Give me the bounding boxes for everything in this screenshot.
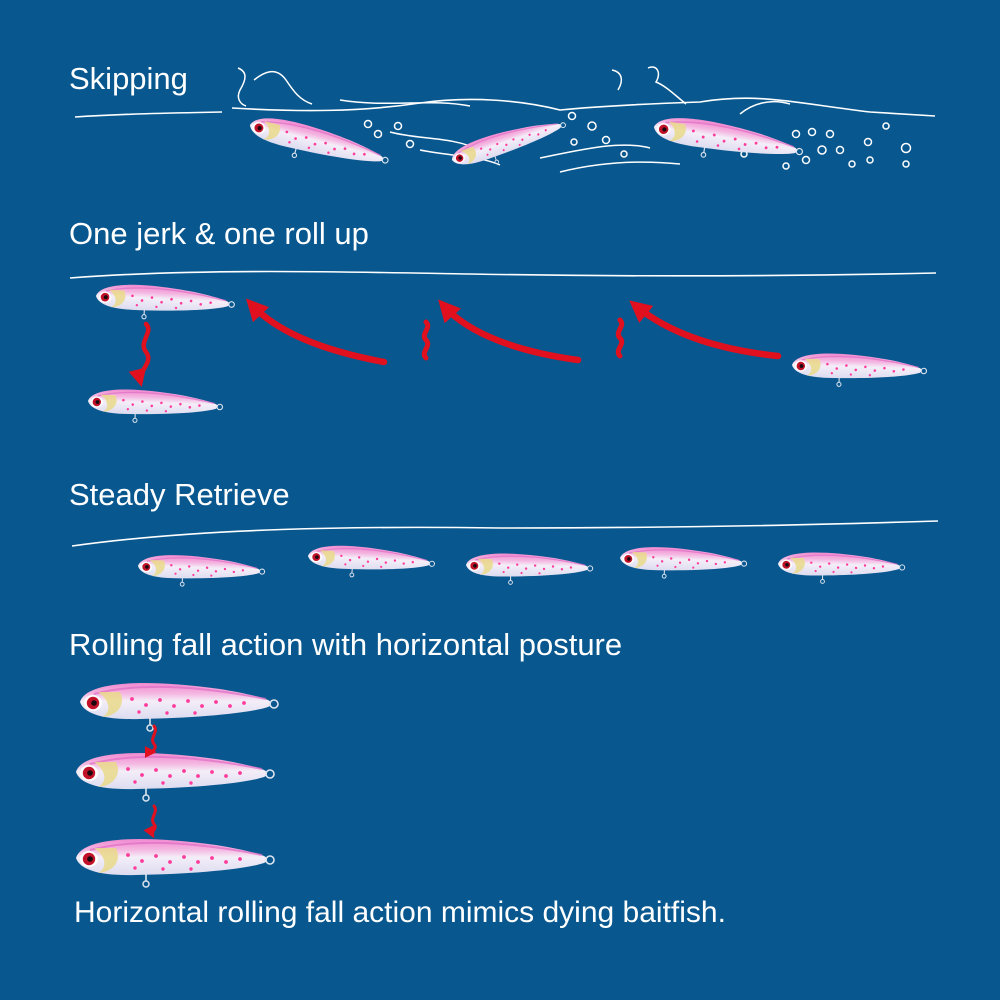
curved-arrow-icon bbox=[245, 298, 388, 366]
fishing-lure-icon bbox=[136, 553, 266, 590]
fishing-lure-icon bbox=[94, 282, 236, 325]
wavy-down-arrow-icon bbox=[128, 321, 151, 387]
fishing-lure-icon bbox=[777, 551, 906, 586]
wiggle-icon bbox=[424, 322, 427, 358]
section-title-steady: Steady Retrieve bbox=[69, 477, 290, 512]
section-title-rolling: Rolling fall action with horizontal post… bbox=[69, 627, 623, 662]
fishing-lure-icon bbox=[75, 837, 275, 888]
fishing-lure-icon bbox=[790, 351, 928, 391]
fishing-lure-icon bbox=[79, 681, 279, 732]
fishing-lure-icon bbox=[306, 543, 436, 582]
fishing-lure-icon bbox=[465, 552, 594, 587]
splash-bubbles-icon bbox=[237, 66, 912, 173]
curved-arrow-icon bbox=[438, 299, 582, 364]
wiggle-icon bbox=[618, 320, 621, 356]
fishing-lure-icon bbox=[618, 545, 748, 582]
steady-section bbox=[71, 520, 939, 590]
rolling-section bbox=[75, 681, 279, 888]
section-title-jerk: One jerk & one roll up bbox=[69, 216, 369, 251]
caption: Horizontal rolling fall action mimics dy… bbox=[74, 896, 726, 929]
skipping-section bbox=[74, 66, 936, 181]
curved-arrow-icon bbox=[629, 300, 782, 360]
wavy-down-arrow-icon bbox=[144, 724, 157, 758]
water-line bbox=[69, 270, 937, 279]
wavy-down-arrow-icon bbox=[143, 804, 157, 839]
section-title-skipping: Skipping bbox=[69, 61, 188, 96]
water-line bbox=[74, 111, 223, 118]
water-line bbox=[71, 520, 939, 547]
fishing-lure-icon bbox=[75, 751, 275, 802]
water-line bbox=[231, 97, 936, 117]
jerk-section bbox=[69, 270, 937, 427]
fishing-lure-icon bbox=[86, 387, 224, 427]
fishing-lure-icon bbox=[244, 111, 393, 181]
